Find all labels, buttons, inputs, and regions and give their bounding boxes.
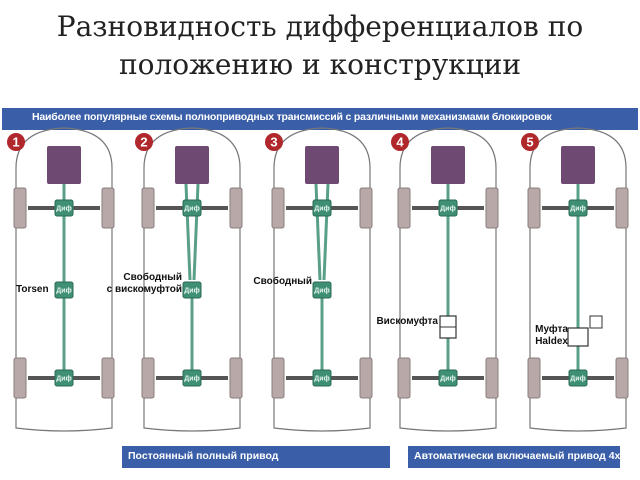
scheme-3-shaft-a (314, 183, 322, 281)
scheme-5-wheel-1 (527, 187, 541, 229)
scheme-5-wheel-3 (527, 357, 541, 399)
scheme-5-engine (561, 146, 595, 184)
scheme-1-front-diff (54, 199, 74, 217)
scheme-3-front-diff-label: Диф (314, 206, 329, 213)
scheme-1-rear-diff-label: Диф (56, 376, 71, 383)
scheme-4-wheel-3 (397, 357, 411, 399)
scheme-1-engine (47, 146, 81, 184)
scheme-5-label-line-2: Haldex (535, 336, 568, 347)
scheme-2-engine (175, 146, 209, 184)
scheme-4-wheel-2 (485, 187, 499, 229)
footer-right-text: Автоматически включаемый привод 4x4 (414, 450, 627, 462)
scheme-3-body-outline (273, 127, 371, 432)
scheme-5-label-line-1: Муфта (535, 323, 568, 335)
footer-bar-left: Постоянный полный привод (122, 446, 390, 468)
scheme-4-body-outline (399, 127, 497, 432)
scheme-1-front-diff-label: Диф (56, 206, 71, 213)
scheme-2-badge (135, 133, 153, 151)
scheme-1-number: 1 (12, 135, 19, 150)
scheme-2-front-diff (182, 199, 202, 217)
slide-title-line-1: Разновидность дифференциалов по (56, 10, 584, 43)
scheme-4-engine (431, 146, 465, 184)
footer-left-text: Постоянный полный привод (128, 450, 279, 462)
scheme-4-wheel-1 (397, 187, 411, 229)
scheme-1-wheel-3 (13, 357, 27, 399)
scheme-3-center-diff (312, 281, 332, 299)
diagram-header: Наиболее популярные схемы полноприводных… (32, 111, 552, 123)
scheme-2-label-line-1: Свободный (123, 271, 182, 283)
scheme-1-rear-diff (54, 369, 74, 387)
scheme-3-center-diff-label: Диф (314, 288, 329, 295)
scheme-3-badge (265, 133, 283, 151)
diagram-header-bar: Наиболее популярные схемы полноприводных… (2, 108, 638, 130)
scheme-2-body-outline (143, 127, 241, 432)
scheme-4-rear-diff-label: Диф (440, 376, 455, 383)
scheme-2-center-diff (182, 281, 202, 299)
slide-title-line-2: положению и конструкции (118, 48, 522, 81)
scheme-2-wheel-3 (141, 357, 155, 399)
scheme-1-wheel-2 (101, 187, 115, 229)
scheme-3-front-diff (312, 199, 332, 217)
scheme-2-number: 2 (140, 135, 147, 150)
scheme-2-label-line-2: с вискомуфтой (107, 283, 182, 295)
scheme-1-wheel-4 (101, 357, 115, 399)
scheme-5-wheel-2 (615, 187, 629, 229)
scheme-4-wheel-4 (485, 357, 499, 399)
scheme-5-haldex-pump (589, 315, 603, 329)
scheme-1-wheel-1 (13, 187, 27, 229)
scheme-2-center-diff-label: Диф (184, 288, 199, 295)
scheme-5-badge (521, 133, 539, 151)
scheme-5-front-diff (568, 199, 588, 217)
scheme-1-body-outline (15, 127, 113, 432)
scheme-4-badge (391, 133, 409, 151)
scheme-5-number: 5 (526, 135, 533, 150)
scheme-3-rear-diff-label: Диф (314, 376, 329, 383)
scheme-2-front-diff-label: Диф (184, 206, 199, 213)
scheme-2-wheel-2 (229, 187, 243, 229)
scheme-5-body-outline (529, 127, 627, 432)
scheme-3-shaft-b (322, 183, 330, 281)
scheme-2-rear-diff (182, 369, 202, 387)
scheme-3-wheel-4 (359, 357, 373, 399)
scheme-3-wheel-2 (359, 187, 373, 229)
scheme-5-rear-diff (568, 369, 588, 387)
scheme-1-center-diff (54, 281, 74, 299)
scheme-2-wheel-1 (141, 187, 155, 229)
scheme-4-rear-diff (438, 369, 458, 387)
scheme-3-wheel-1 (271, 187, 285, 229)
scheme-4-front-diff-label: Диф (440, 206, 455, 213)
scheme-2-rear-diff-label: Диф (184, 376, 199, 383)
footer-bar-right: Автоматически включаемый привод 4x4 (408, 446, 626, 468)
scheme-5-front-diff-label: Диф (570, 206, 585, 213)
scheme-3-wheel-3 (271, 357, 285, 399)
scheme-1-label-line-1: Torsen (16, 284, 49, 295)
transmission-diagram: Наиболее популярные схемы полноприводных… (2, 108, 638, 478)
scheme-3-label-line-1: Свободный (253, 275, 312, 287)
scheme-3-number: 3 (270, 135, 277, 150)
scheme-4-label-line-1: Вискомуфта (376, 315, 438, 327)
scheme-3-engine (305, 146, 339, 184)
scheme-2-wheel-4 (229, 357, 243, 399)
scheme-5-rear-diff-label: Диф (570, 376, 585, 383)
scheme-1-badge (7, 133, 25, 151)
scheme-1-center-diff-label: Диф (56, 288, 71, 295)
slide-title: Разновидность дифференциалов по положени… (0, 8, 640, 84)
scheme-2-shaft-b (192, 183, 200, 281)
scheme-4-front-diff (438, 199, 458, 217)
scheme-3-rear-diff (312, 369, 332, 387)
scheme-4-number: 4 (396, 135, 404, 150)
scheme-2-shaft-a (184, 183, 192, 281)
scheme-5-wheel-4 (615, 357, 629, 399)
scheme-5-haldex-coupling (567, 327, 589, 347)
